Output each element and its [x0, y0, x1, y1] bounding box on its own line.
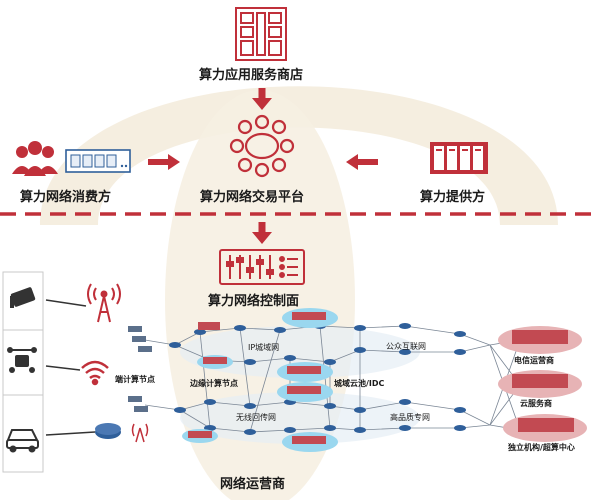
cell-tower-icon: [87, 283, 121, 323]
app-store-title: 算力应用服务商店: [199, 68, 304, 83]
wireless-backhaul-label: 无线回传网: [236, 413, 276, 422]
camera-icon: [10, 287, 36, 308]
consumer-people-icon: [12, 141, 58, 176]
drone-icon: [7, 347, 37, 373]
device-node-label: 端计算节点: [115, 375, 155, 384]
metro-cloud-label: 城域云池/IDC: [334, 379, 385, 388]
provider-server-icon: [430, 142, 488, 174]
wifi-icon: [81, 360, 109, 386]
premium-private-label: 高品质专网: [390, 413, 430, 422]
provider-title: 算力提供方: [420, 190, 486, 205]
consumer-title: 算力网络消费方: [20, 190, 112, 205]
control-plane-icon: [219, 249, 305, 285]
router-disc-icon: [95, 423, 121, 439]
cloud-provider-label: 云服务商: [520, 399, 552, 408]
consumer-list-icon: [65, 149, 131, 173]
cloud-pools: [182, 308, 338, 452]
trading-platform-title: 算力网络交易平台: [200, 190, 305, 205]
trading-platform-icon: [229, 114, 295, 178]
ip-metro-label: IP城域网: [248, 343, 280, 352]
telecom-label: 电信运营商: [514, 356, 554, 365]
small-tower-icon: [131, 423, 149, 443]
operator-title: 网络运营商: [220, 477, 286, 492]
public-internet-label: 公众互联网: [386, 342, 426, 351]
provider-clouds: [498, 326, 587, 442]
car-icon: [6, 429, 39, 453]
app-store-icon: [235, 7, 287, 61]
control-plane-title: 算力网络控制面: [208, 294, 300, 309]
background-arc: [40, 86, 558, 225]
edge-node-label: 边缘计算节点: [190, 379, 238, 388]
supercomputing-label: 独立机构/超算中心: [508, 443, 575, 452]
router-nodes: [169, 323, 466, 435]
device-node-servers: [128, 326, 152, 412]
